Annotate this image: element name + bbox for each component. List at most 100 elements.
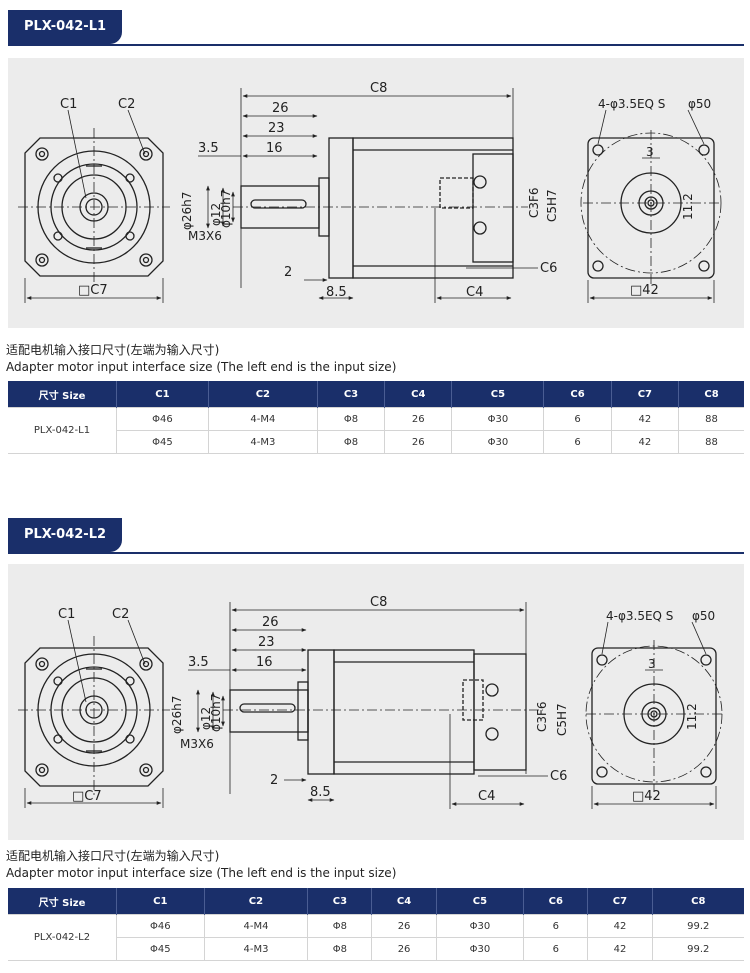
dim-16: 16 — [256, 655, 273, 670]
header-c3: C3 — [307, 888, 372, 915]
table-cell: Φ8 — [316, 430, 385, 454]
label-c1: C1 — [60, 97, 77, 112]
dim-c5h7: C5H7 — [555, 703, 569, 736]
dim-c6: C6 — [540, 261, 557, 276]
table-row: Φ45 4-M3 Φ8 26 Φ30 6 42 99.2 — [8, 937, 744, 961]
table-cell: Φ46 — [116, 914, 205, 938]
label-phi50: φ50 — [692, 609, 715, 623]
front-flange-view — [18, 109, 170, 303]
table-cell: 26 — [384, 430, 452, 454]
table-cell: 88 — [678, 430, 744, 454]
drawing-svg: C1 C2 □C7 — [18, 595, 723, 809]
table-cell: 26 — [384, 407, 452, 431]
caption-en: Adapter motor input interface size (The … — [6, 360, 397, 374]
caption: 适配电机输入接口尺寸(左端为输入尺寸) Adapter motor input … — [6, 848, 396, 882]
dim-10h7: φ10h7 — [209, 694, 223, 732]
table-row: PLX-042-L1 Φ46 4-M4 Φ8 26 Φ30 6 42 88 — [8, 407, 744, 454]
dim-c5h7: C5H7 — [545, 189, 559, 222]
table-cell: 88 — [678, 407, 744, 431]
label-c2: C2 — [118, 97, 135, 112]
table-cell: 26 — [371, 937, 437, 961]
table-row: Φ45 4-M3 Φ8 26 Φ30 6 42 88 — [8, 430, 744, 454]
table-cell: Φ30 — [451, 430, 544, 454]
table-cell: Φ46 — [116, 407, 209, 431]
header-c2: C2 — [203, 888, 308, 915]
header-c1: C1 — [116, 381, 209, 408]
dim-3-5: 3.5 — [188, 655, 209, 670]
table-cell: 6 — [523, 914, 588, 938]
header-c2: C2 — [207, 381, 318, 408]
table-cell: 4-M4 — [203, 914, 308, 938]
label-holes: 4-φ3.5EQ S — [598, 97, 665, 111]
dim-3: 3 — [646, 145, 654, 159]
caption-cn: 适配电机输入接口尺寸(左端为输入尺寸) — [6, 343, 220, 357]
dim-8-5: 8.5 — [310, 785, 331, 800]
caption: 适配电机输入接口尺寸(左端为输入尺寸) Adapter motor input … — [6, 342, 396, 376]
dim-2: 2 — [270, 773, 278, 788]
caption-en: Adapter motor input interface size (The … — [6, 866, 397, 880]
table-cell: Φ8 — [316, 407, 385, 431]
dim-c4: C4 — [466, 285, 483, 300]
rear-end-view — [580, 109, 722, 303]
label-holes: 4-φ3.5EQ S — [606, 609, 673, 623]
header-size: 尺寸 Size — [8, 381, 117, 408]
label-c7: □C7 — [78, 283, 108, 298]
dim-12: φ12 — [209, 203, 223, 226]
dim-23: 23 — [258, 635, 275, 650]
label-c2: C2 — [112, 607, 129, 622]
table-cell: Φ8 — [307, 937, 372, 961]
dim-12: φ12 — [199, 707, 213, 730]
header-c1: C1 — [116, 888, 205, 915]
dim-26: 26 — [272, 101, 289, 116]
dim-c3f6: C3F6 — [535, 701, 549, 732]
label-c8: C8 — [370, 81, 387, 96]
header-c3: C3 — [316, 381, 385, 408]
table-cell: Φ45 — [116, 937, 205, 961]
header-c8: C8 — [651, 888, 744, 915]
label-c8: C8 — [370, 595, 387, 610]
dim-26: 26 — [262, 615, 279, 630]
table-cell: 42 — [610, 430, 679, 454]
label-42: □42 — [632, 789, 661, 804]
header-c7: C7 — [610, 381, 679, 408]
dim-m3x6: M3X6 — [180, 737, 214, 751]
dimension-drawing: C1 C2 □C7 — [8, 564, 744, 840]
model-tag: PLX-042-L1 — [8, 10, 123, 44]
table-cell: 4-M3 — [203, 937, 308, 961]
model-cell: PLX-042-L2 — [8, 914, 117, 961]
dim-16: 16 — [266, 141, 283, 156]
header-c5: C5 — [435, 888, 524, 915]
drawing-svg: C1 C2 □C7 — [18, 81, 722, 303]
table-row: PLX-042-L2 Φ46 4-M4 Φ8 26 Φ30 6 42 99.2 — [8, 914, 744, 961]
label-c1: C1 — [58, 607, 75, 622]
dim-c3f6: C3F6 — [527, 187, 541, 218]
dim-3: 3 — [648, 657, 656, 671]
header-size: 尺寸 Size — [8, 888, 117, 915]
table-cell: 6 — [523, 937, 588, 961]
table-cell: 42 — [587, 914, 653, 938]
table-cell: 4-M3 — [207, 430, 318, 454]
dim-11-2: 11.2 — [681, 193, 695, 220]
dim-23: 23 — [268, 121, 285, 136]
table-cell: Φ8 — [307, 914, 372, 938]
dim-26h7: φ26h7 — [180, 192, 194, 230]
spec-table: 尺寸 Size C1 C2 C3 C4 C5 C6 C7 C8 PLX-042-… — [8, 381, 744, 454]
table-cell: 42 — [610, 407, 679, 431]
header-c8: C8 — [678, 381, 744, 408]
table-cell: 42 — [587, 937, 653, 961]
dimension-drawing: C1 C2 □C7 — [8, 58, 744, 328]
dim-3-5: 3.5 — [198, 141, 219, 156]
table-cell: 6 — [543, 430, 612, 454]
dim-11-2: 11.2 — [685, 703, 699, 730]
caption-cn: 适配电机输入接口尺寸(左端为输入尺寸) — [6, 849, 220, 863]
label-42: □42 — [630, 283, 659, 298]
header-c4: C4 — [371, 888, 437, 915]
tag-underline — [8, 552, 744, 554]
dim-26h7: φ26h7 — [170, 696, 184, 734]
side-view — [188, 602, 548, 809]
table-cell: 6 — [543, 407, 612, 431]
header-c6: C6 — [523, 888, 588, 915]
dim-8-5: 8.5 — [326, 285, 347, 300]
table-cell: Φ30 — [435, 914, 524, 938]
table-header-row: 尺寸 Size C1 C2 C3 C4 C5 C6 C7 C8 — [8, 888, 744, 915]
